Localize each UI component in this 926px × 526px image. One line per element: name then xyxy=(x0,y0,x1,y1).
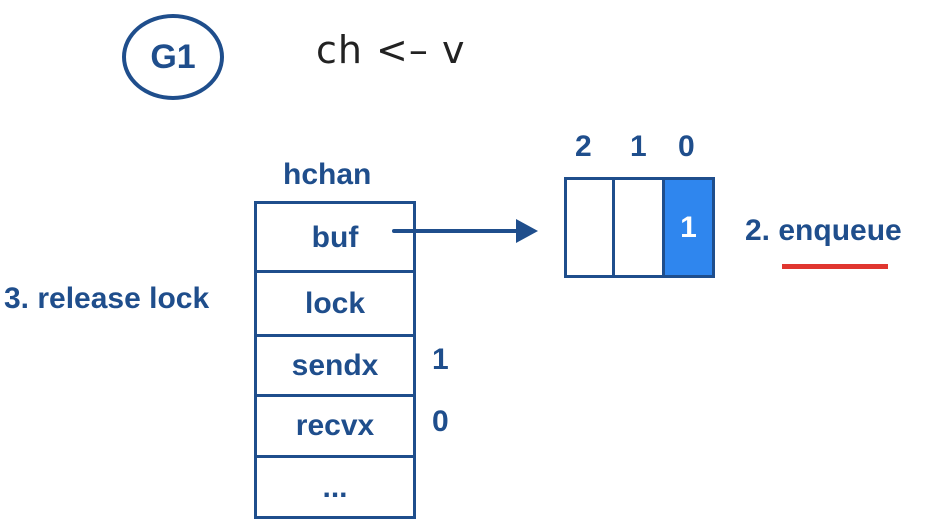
buffer-index-2: 2 xyxy=(575,130,592,163)
recvx-value: 0 xyxy=(432,405,449,438)
step-release-lock-label: 3. release lock xyxy=(4,282,210,315)
field-sendx: sendx xyxy=(291,348,379,382)
field-divider xyxy=(257,455,413,458)
field-buf: buf xyxy=(311,220,359,254)
buffer-index-1: 1 xyxy=(630,130,647,163)
goroutine-g1-circle: G1 xyxy=(122,14,224,100)
buf-pointer-arrow xyxy=(392,219,538,243)
ring-buffer: 1 xyxy=(564,177,715,278)
field-recvx: recvx xyxy=(295,409,375,442)
step-enqueue-label: 2. enqueue xyxy=(745,214,902,247)
field-lock: lock xyxy=(304,286,366,320)
buffer-slot-0: 1 xyxy=(665,180,712,275)
buffer-index-0: 0 xyxy=(678,130,695,163)
field-divider xyxy=(257,270,413,273)
hchan-struct: buf lock sendx recvx ... xyxy=(254,201,416,519)
field-ellipsis: ... xyxy=(322,471,348,504)
send-statement: ch <– v xyxy=(316,28,466,72)
buffer-slot-1 xyxy=(615,180,665,275)
field-divider xyxy=(257,334,413,337)
hchan-title: hchan xyxy=(283,158,372,191)
buffer-slot-2 xyxy=(567,180,615,275)
enqueue-underline xyxy=(782,264,888,269)
field-divider xyxy=(257,394,413,397)
sendx-value: 1 xyxy=(432,343,449,376)
goroutine-label: G1 xyxy=(150,37,196,76)
